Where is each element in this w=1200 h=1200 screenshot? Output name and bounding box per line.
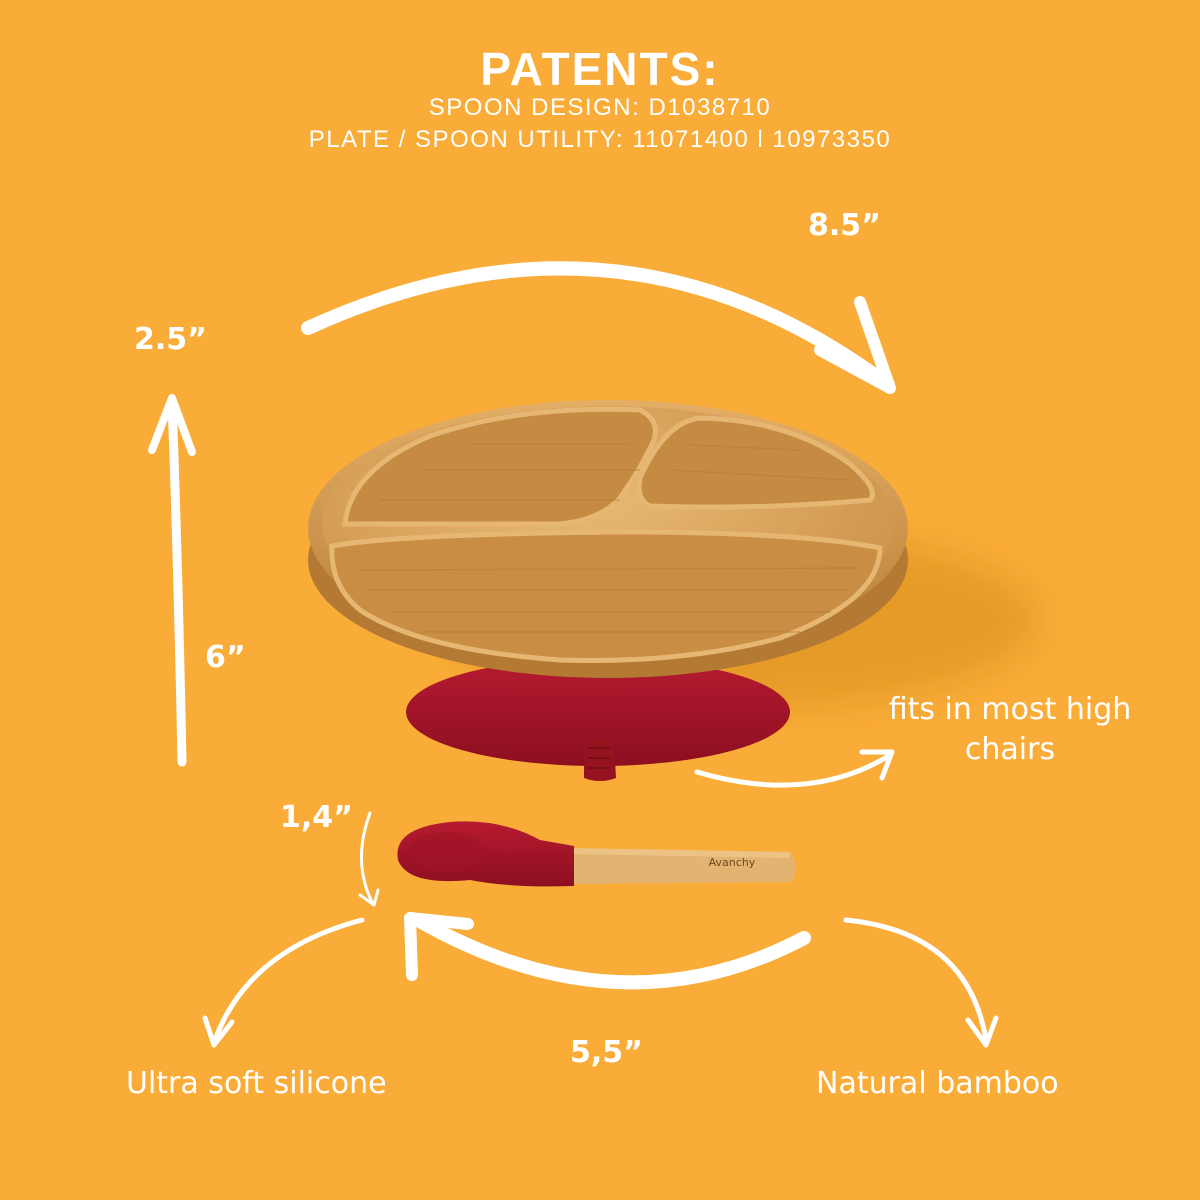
spoon-brand-logo: Avanchy [709, 856, 756, 869]
high-chair-arrow [694, 752, 893, 788]
suction-base [406, 658, 790, 781]
plate-width-arrowhead [814, 296, 896, 394]
spoon-width-label: 1,4” [280, 800, 353, 835]
spoon-width-arrow [360, 811, 374, 904]
plate-width-arrow [301, 261, 895, 392]
spoon-design-patent: SPOON DESIGN: D1038710 [428, 94, 772, 121]
spoon-length-arrowhead [404, 912, 474, 981]
silicone-arrow [212, 917, 365, 1043]
plate-height-label: 2.5” [134, 322, 207, 357]
plate-depth-label: 6” [205, 640, 246, 675]
bamboo-arrowhead [965, 1015, 999, 1048]
silicone-callout: Ultra soft silicone [126, 1066, 387, 1101]
bamboo-plate [308, 400, 908, 678]
spoon-width-arrowhead [358, 888, 380, 907]
high-chair-callout-line-2: chairs [964, 732, 1056, 767]
silicone-bamboo-spoon [397, 821, 796, 887]
high-chair-callout: fits in most high chairs [880, 690, 1140, 770]
bamboo-arrow [843, 917, 989, 1043]
spoon-length-arrow [411, 913, 811, 990]
plate-width-label: 8.5” [808, 208, 881, 243]
silicone-arrowhead [202, 1015, 235, 1048]
spoon-length-label: 5,5” [570, 1035, 643, 1070]
plate-depth-arrow [167, 397, 187, 767]
bamboo-callout: Natural bamboo [816, 1066, 1059, 1101]
utility-patent: PLATE / SPOON UTILITY: 11071400 l 109733… [308, 126, 892, 153]
patents-title: PATENTS: [480, 43, 720, 95]
high-chair-arrowhead [859, 749, 895, 781]
plate-depth-arrowhead [148, 394, 196, 456]
high-chair-callout-line-1: fits in most high [888, 692, 1132, 727]
